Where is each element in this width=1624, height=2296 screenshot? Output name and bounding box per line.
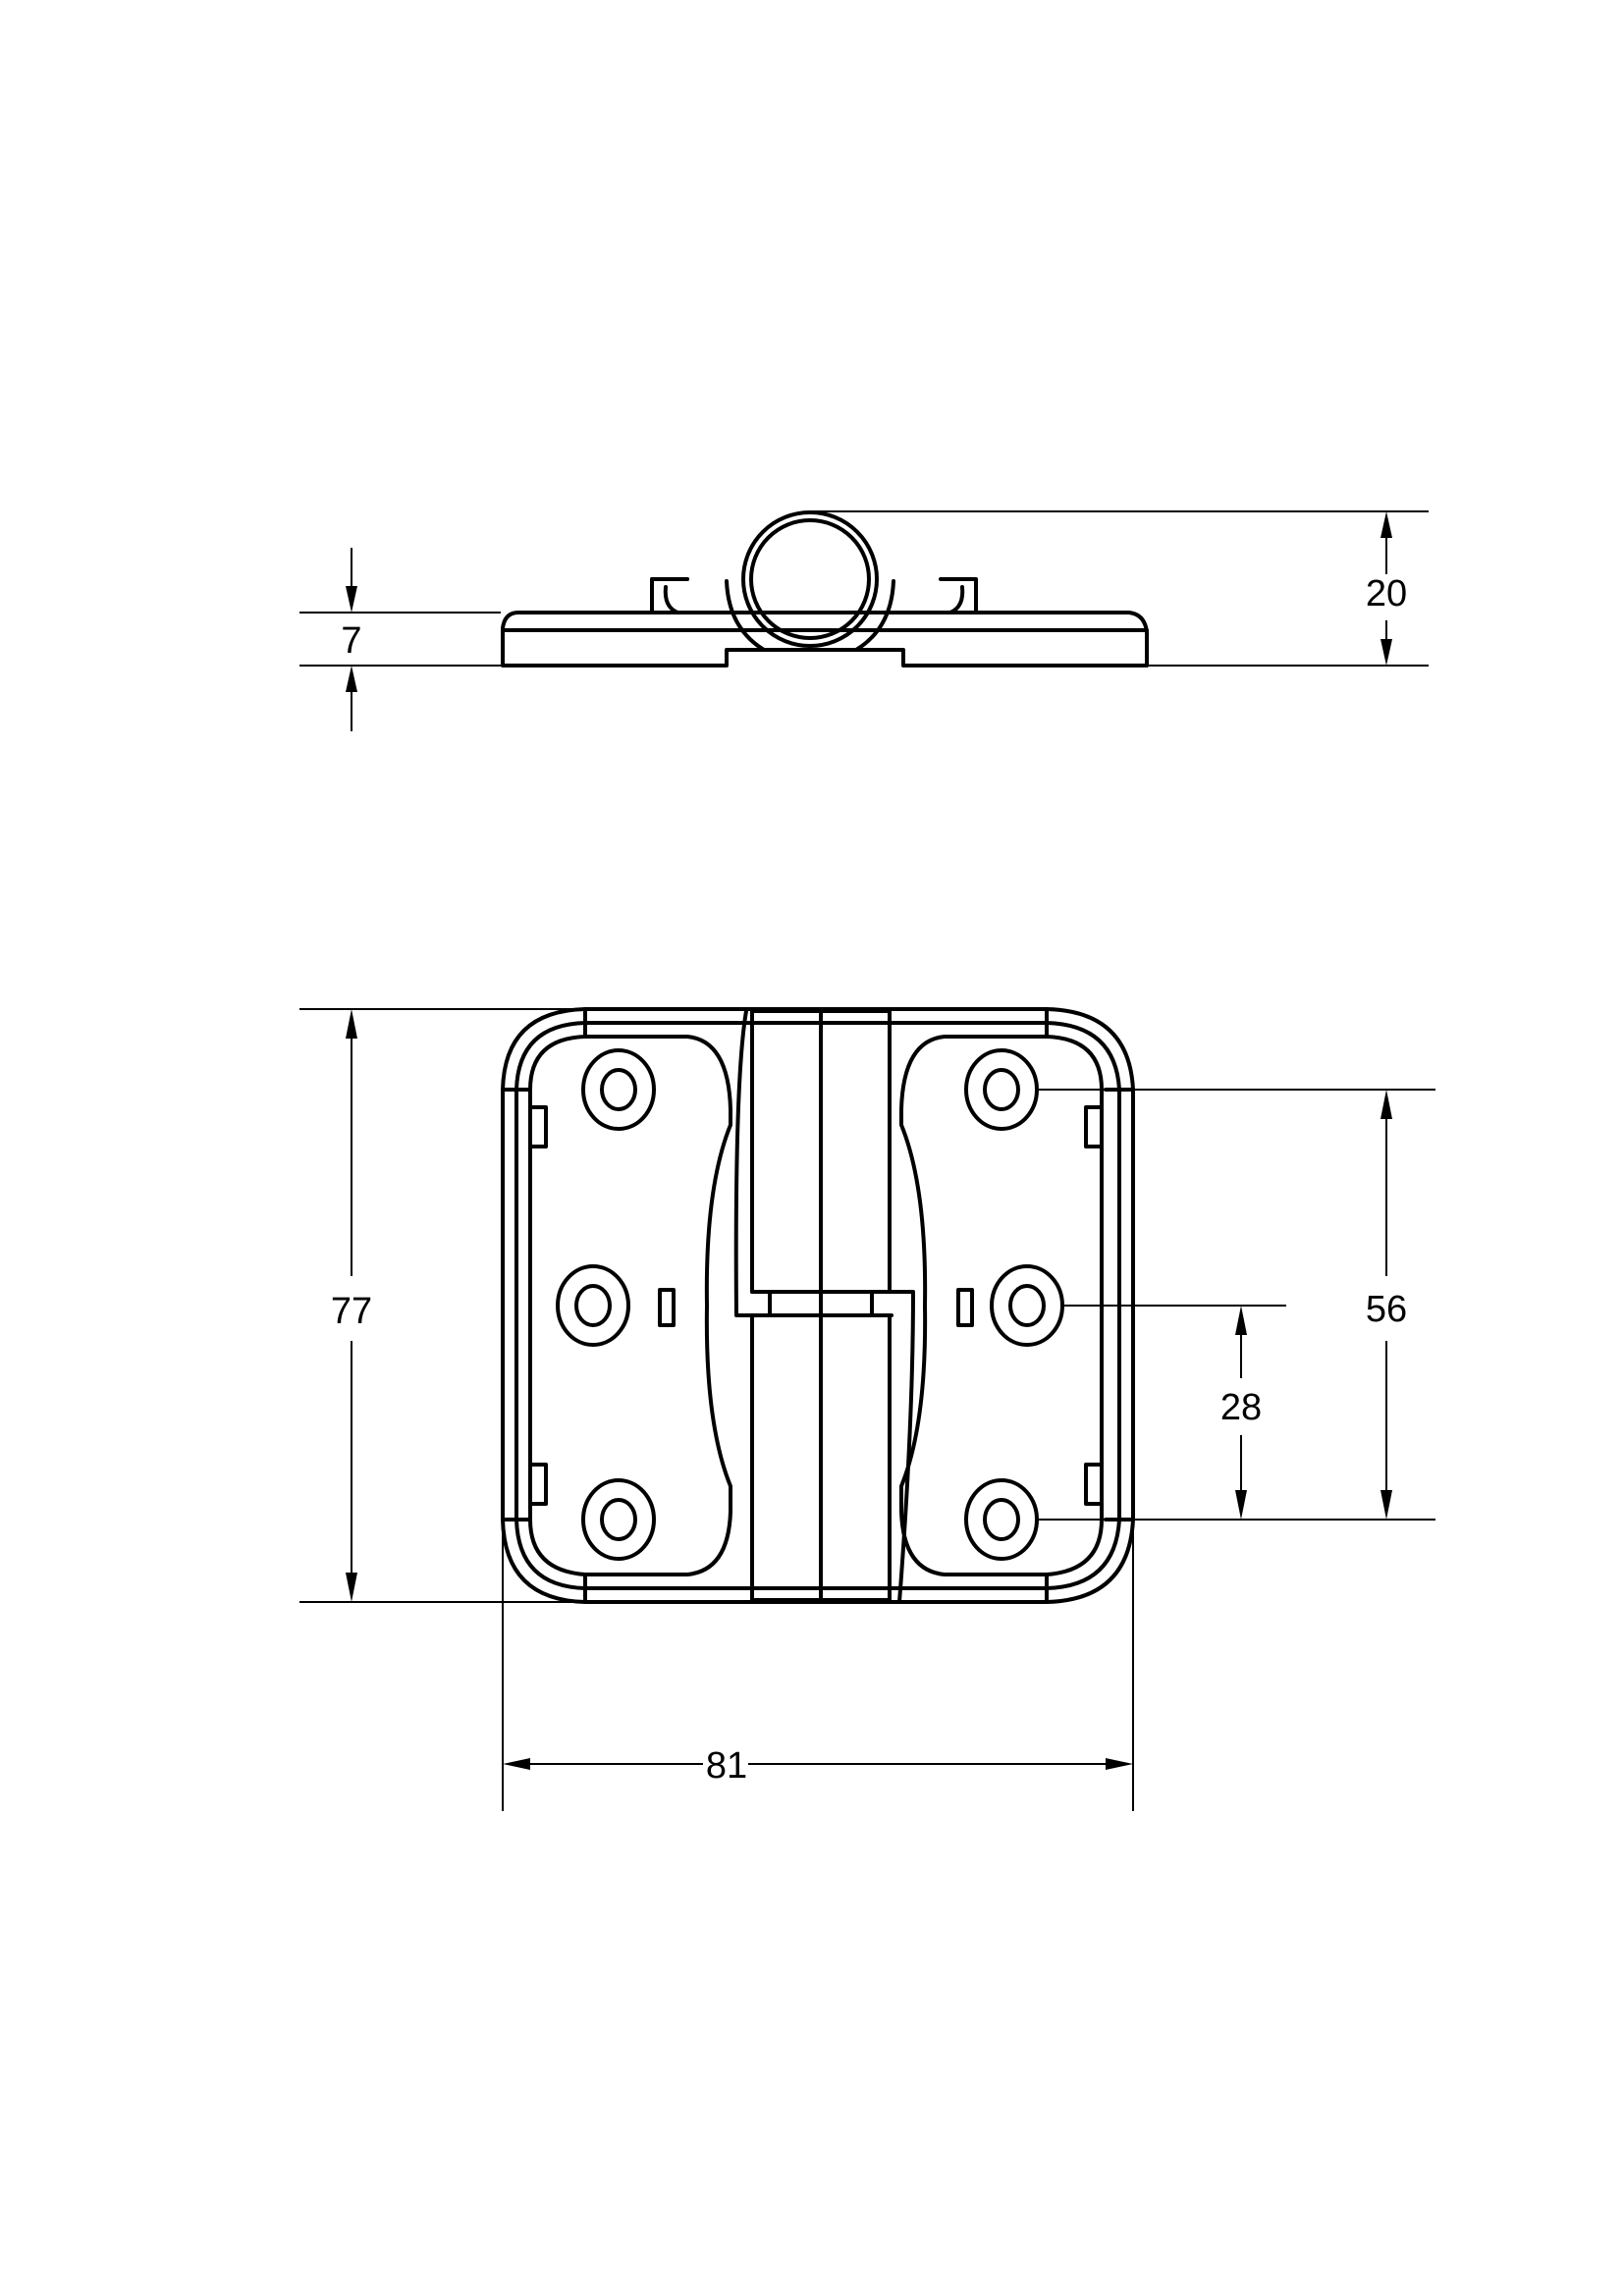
- dim-hole-pitch-center: 28: [1220, 1387, 1262, 1428]
- barrel-inner: [749, 518, 871, 640]
- tab-right-center: [956, 1288, 974, 1327]
- tab-right: [939, 577, 978, 614]
- arrow-icon: [1106, 1758, 1133, 1770]
- arrow-icon: [346, 666, 357, 692]
- arrow-icon: [1380, 511, 1392, 538]
- barrel-outer: [741, 510, 879, 648]
- left-leaf-raised: [528, 1035, 732, 1576]
- arrow-icon: [346, 586, 357, 613]
- dim-overall-height: 77: [331, 1291, 372, 1332]
- plate-outline: [501, 611, 1149, 667]
- tab-left-lower: [528, 1463, 548, 1506]
- barrel-cup: [725, 579, 895, 652]
- hole-right-middle: [990, 1264, 1064, 1347]
- hole-right-top: [964, 1048, 1039, 1131]
- tab-right-upper: [1084, 1105, 1104, 1148]
- hole-left-middle: [556, 1264, 630, 1347]
- side-view: 20 7: [299, 510, 1429, 731]
- hole-left-top: [581, 1048, 656, 1131]
- arrow-icon: [1235, 1306, 1247, 1335]
- dim-plate-thickness: 7: [341, 620, 361, 662]
- arrow-icon: [1380, 1090, 1392, 1119]
- arrow-icon: [1235, 1490, 1247, 1520]
- front-view: 77 56 28 81: [299, 1007, 1435, 1811]
- arrow-icon: [346, 1573, 357, 1602]
- right-leaf-raised: [899, 1035, 1104, 1576]
- dim-hole-pitch-outer: 56: [1366, 1289, 1407, 1330]
- hole-left-bottom: [581, 1478, 656, 1561]
- knuckle-upper: [750, 1007, 915, 1604]
- arrow-icon: [1380, 1490, 1392, 1520]
- hinge-outline: [501, 1007, 1135, 1604]
- arrow-icon: [503, 1758, 530, 1770]
- arrow-icon: [346, 1009, 357, 1039]
- hole-right-bottom: [964, 1478, 1039, 1561]
- tab-left-upper: [528, 1105, 548, 1148]
- arrow-icon: [1380, 639, 1392, 666]
- dim-overall-width: 81: [706, 1745, 747, 1787]
- tab-left: [650, 577, 689, 614]
- knuckle-lower-left: [733, 1009, 893, 1317]
- dim-overall-height-side: 20: [1366, 573, 1407, 614]
- tab-left-center: [658, 1288, 676, 1327]
- tab-right-lower: [1084, 1463, 1104, 1506]
